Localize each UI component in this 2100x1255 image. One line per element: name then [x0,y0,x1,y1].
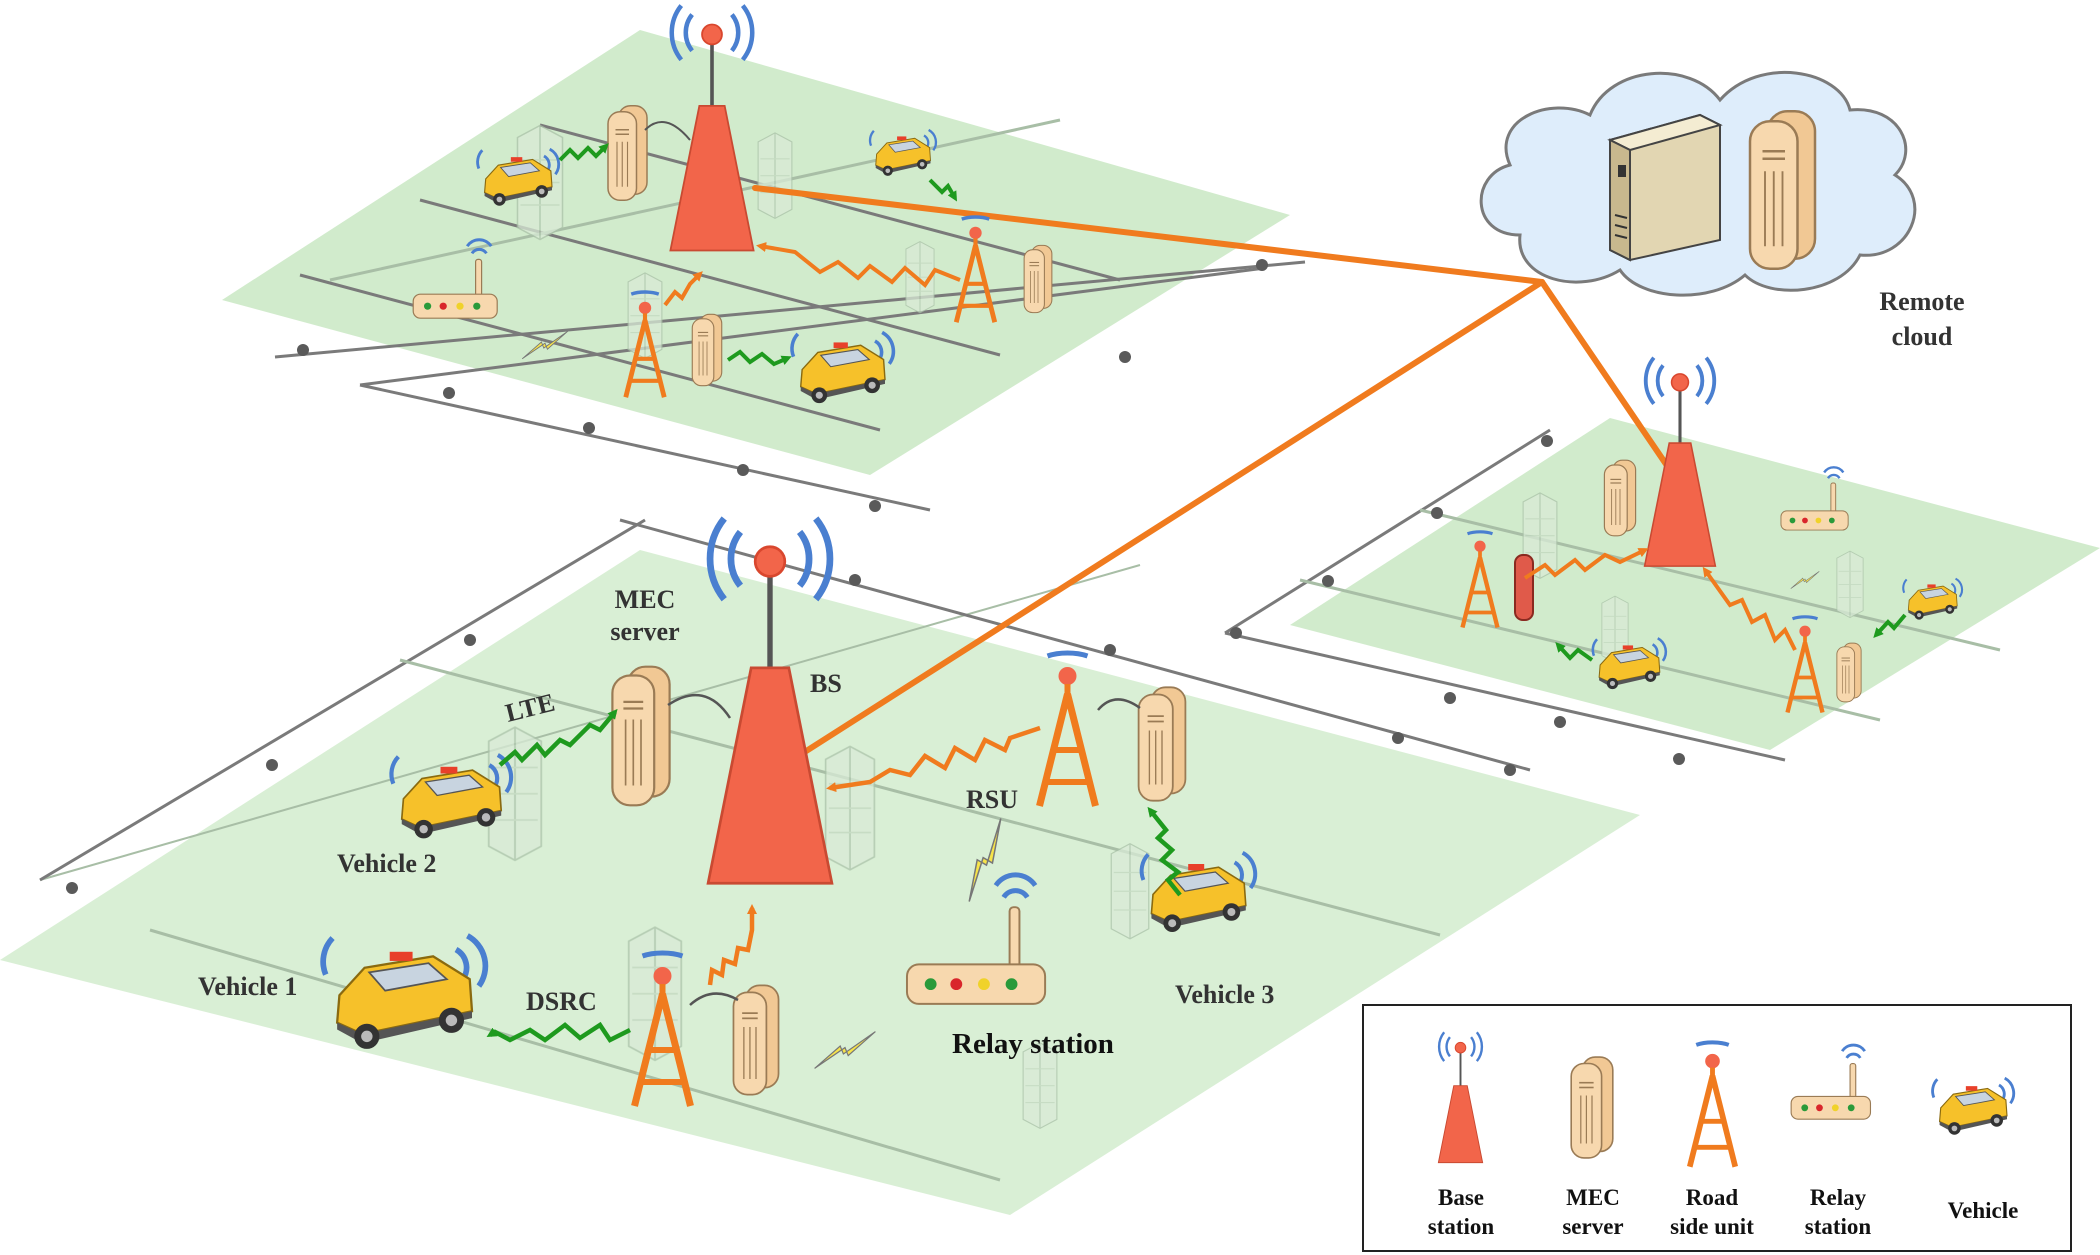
mec-server-icon [1137,686,1187,802]
relay-station-label: Relay station [952,1028,1114,1060]
remote-cloud-label-line1: Remote [1879,287,1964,316]
legend-relay-station-label-2: station [1805,1214,1872,1239]
road-grid-main [39,518,1531,1182]
legend-base-station-label-1: Base [1438,1185,1484,1210]
dsrc-label: DSRC [526,987,597,1016]
remote-cloud [1479,70,1917,297]
vehicle3-label: Vehicle 3 [1175,980,1274,1009]
mec-server-icon [1023,244,1053,314]
mec-server-label-line2: server [610,617,679,646]
cluster-main [323,518,1255,1106]
mec-server-icon [607,104,648,202]
rsu-label: RSU [966,785,1018,814]
road-nodes [66,259,1685,894]
mec-server-icon [691,313,723,387]
remote-cloud-label-line2: cloud [1892,322,1953,351]
bs-label: BS [810,669,842,698]
legend-road-side-unit-label-1: Road [1686,1185,1739,1210]
legend-mec-server-icon [1570,1056,1614,1159]
plane-right [1290,418,2100,750]
cluster-top-left [411,6,1053,405]
legend-relay-station-label-1: Relay [1810,1185,1867,1210]
vehicle2-label: Vehicle 2 [337,849,436,878]
cloud-server-tower-icon [1607,113,1723,262]
mec-server-icon [1514,554,1534,621]
backhaul-links [752,185,1673,758]
legend-mec-server-label-2: server [1562,1214,1623,1239]
vehicle1-label: Vehicle 1 [198,972,297,1001]
plane-top-left [222,30,1290,475]
mec-server-main-icon [611,665,671,807]
legend-vehicle-label: Vehicle [1948,1198,2019,1223]
legend-base-station-label-2: station [1428,1214,1495,1239]
mec-server-icon [1836,642,1862,703]
legend-mec-server-label-1: MEC [1566,1185,1620,1210]
mec-server-icon [732,984,780,1096]
legend: Base station MEC server Road side unit R… [1362,1004,2072,1252]
mec-server-label-line1: MEC [615,585,676,614]
cluster-right [1463,355,1964,713]
cloud-mec-server-icon [1748,109,1817,271]
mec-server-icon [1603,459,1637,537]
legend-road-side-unit-label-2: side unit [1670,1214,1754,1239]
